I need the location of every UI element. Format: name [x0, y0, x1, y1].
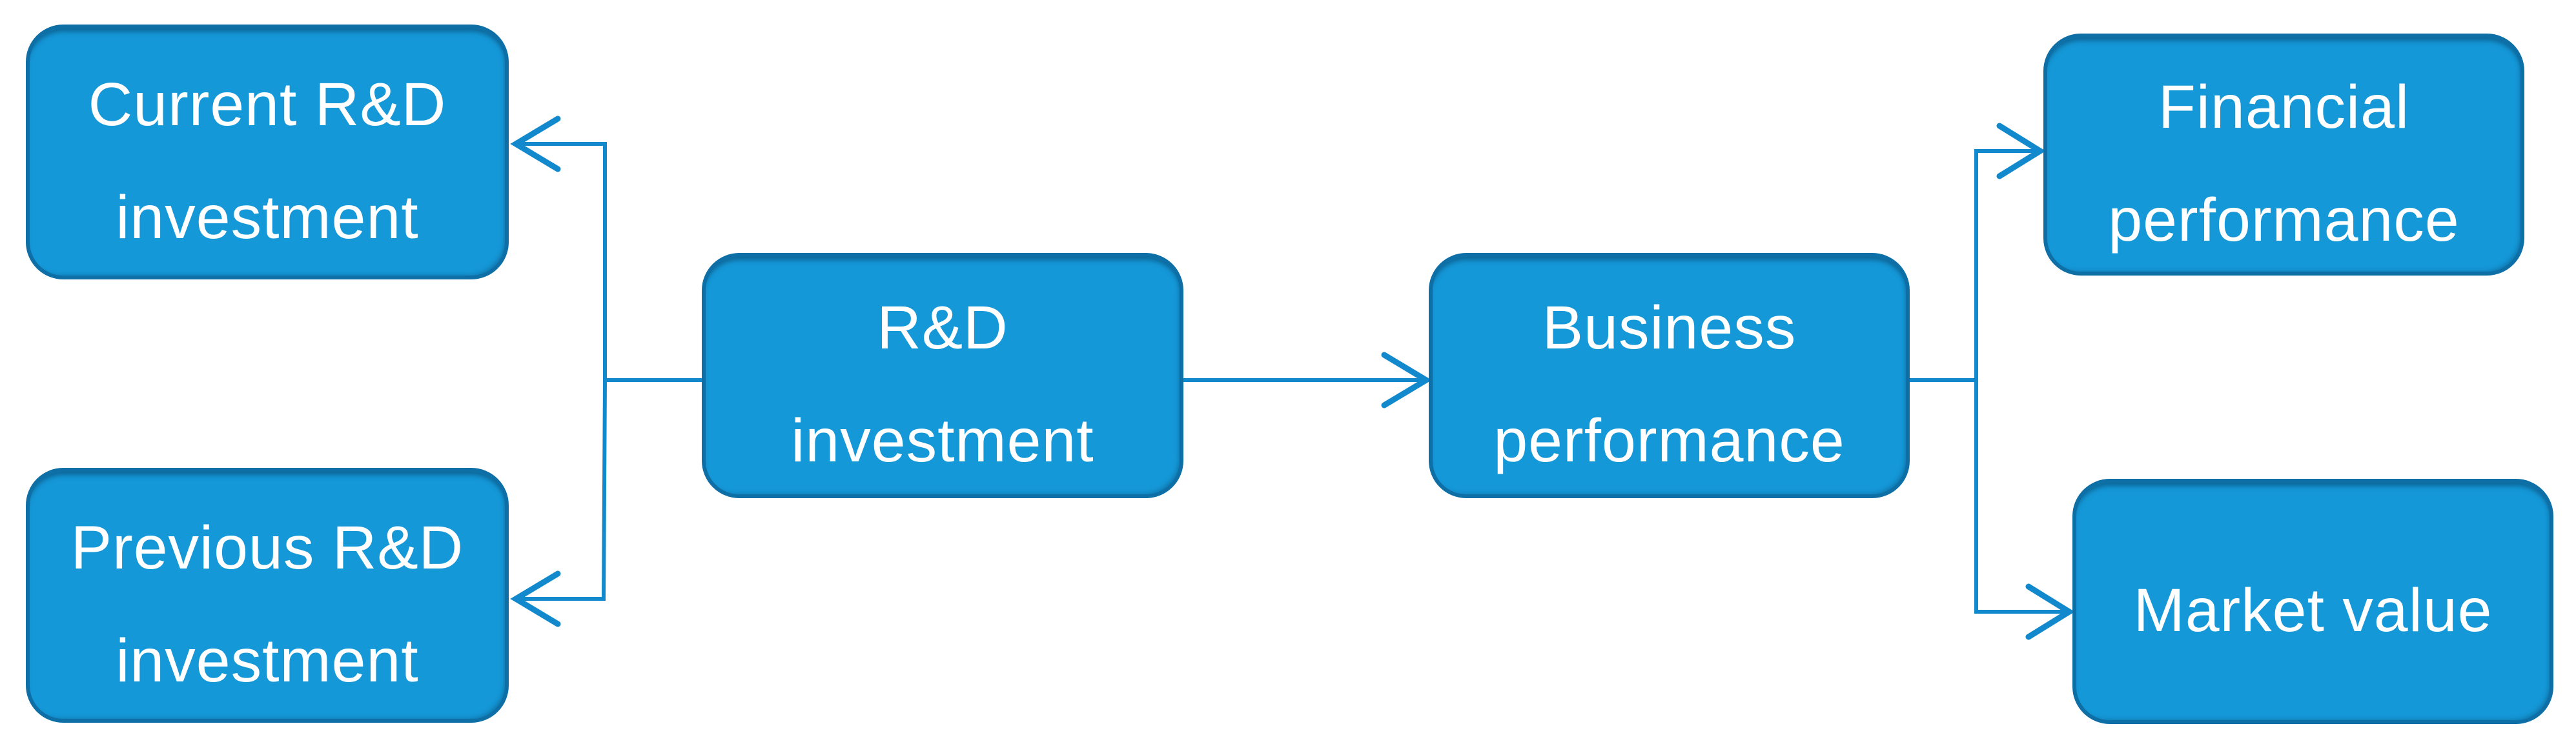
node-financial-performance: Financial performance [2043, 34, 2524, 276]
node-label-line: R&D [877, 294, 1008, 362]
node-previous-rd-investment: Previous R&D investment [26, 468, 509, 723]
arrowhead-market [2025, 583, 2075, 640]
node-label-line: investment [791, 407, 1094, 475]
node-business-performance: Business performance [1429, 253, 1910, 498]
edge-business-to-financial [1910, 149, 2037, 382]
node-label-line: Current R&D [88, 70, 447, 139]
node-label-line: performance [2108, 185, 2460, 254]
edge-rd-to-current [518, 142, 702, 382]
node-label-line: Financial [2158, 72, 2410, 141]
node-rd-investment: R&D investment [702, 253, 1183, 498]
node-label-line: performance [1493, 407, 1845, 475]
edge-business-to-market [1974, 380, 2066, 614]
edge-rd-to-previous [518, 379, 607, 601]
node-current-rd-investment: Current R&D investment [26, 25, 509, 279]
arrowhead-current [510, 116, 561, 172]
node-label-line: investment [116, 626, 419, 695]
arrowhead-previous [510, 570, 561, 627]
node-label-line: Previous R&D [70, 513, 464, 582]
node-label-line: Business [1542, 294, 1797, 362]
node-label-line: investment [116, 183, 419, 252]
node-market-value: Market value [2072, 479, 2553, 724]
arrowhead-financial [1996, 123, 2046, 179]
arrowhead-business [1381, 352, 1432, 408]
node-label-line: Market value [2133, 576, 2493, 645]
